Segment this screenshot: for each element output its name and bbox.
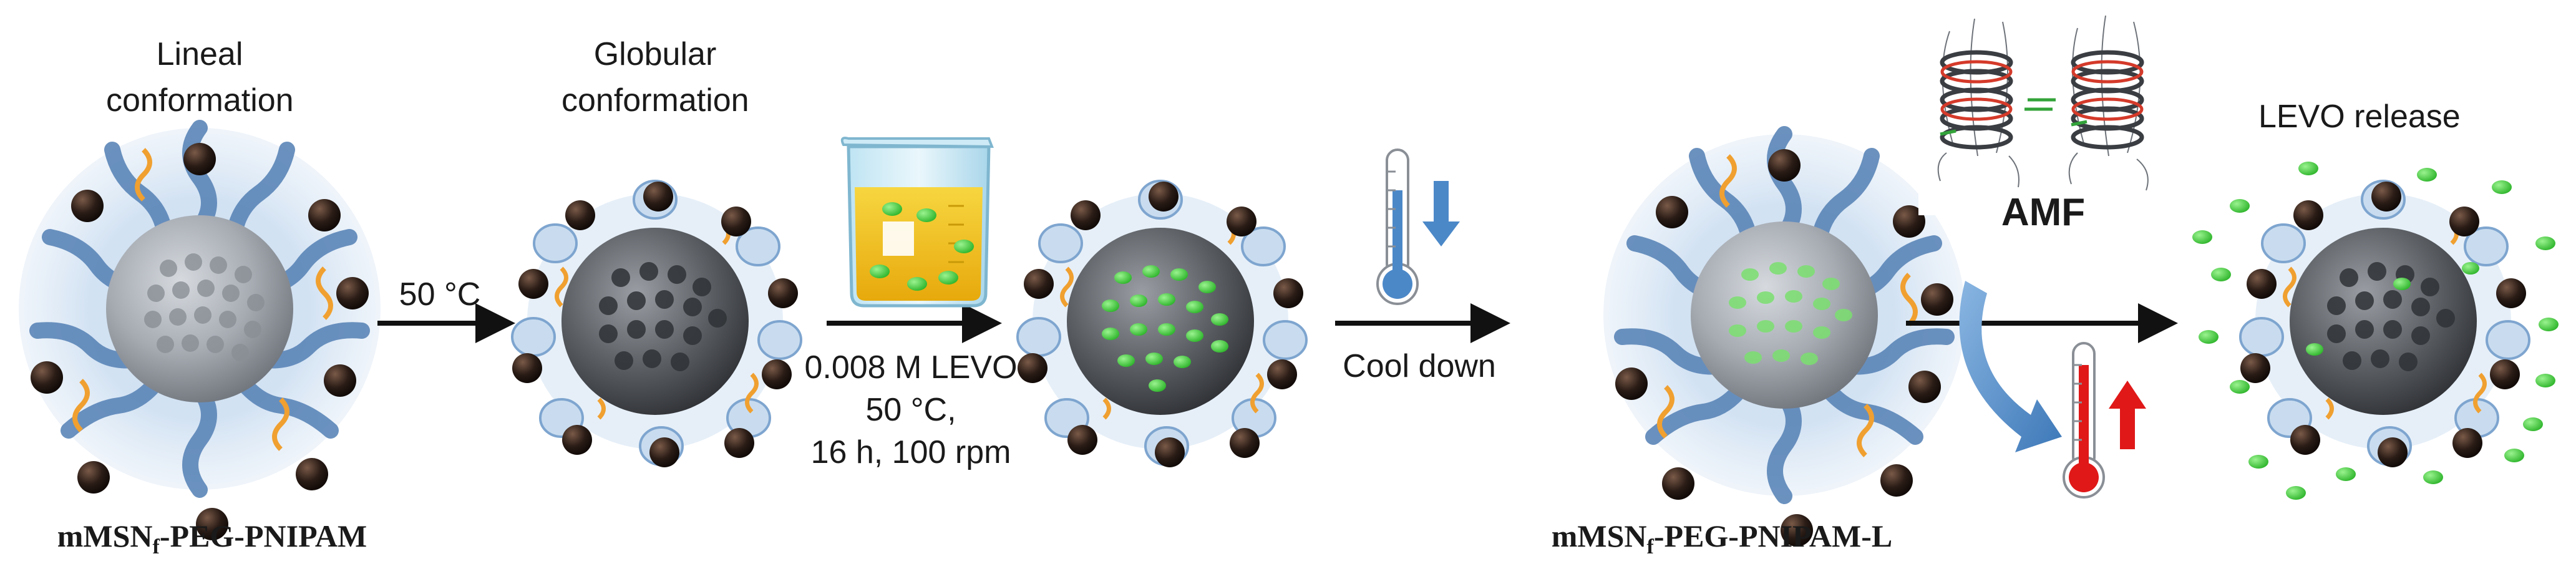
thermometer-cold-icon [1376, 148, 1419, 305]
nanoparticle-lineal-loaded [1603, 126, 1965, 547]
curved-arrow-icon [1959, 281, 2062, 452]
material-first-main: mMSN [57, 518, 153, 553]
material-label-loaded: mMSNf-PEG-PNIPAM-L [1510, 518, 1934, 559]
material-loaded-rest: -PEG-PNIPAM-L [1653, 518, 1893, 553]
heat-condition-label: 50 °C [399, 276, 481, 313]
globular-label: Globular conformation [561, 31, 749, 124]
nanoparticle-lineal [19, 120, 381, 540]
material-label-first: mMSNf-PEG-PNIPAM [19, 518, 406, 559]
lineal-line1: Lineal [156, 36, 243, 72]
globular-line1: Globular [593, 36, 717, 72]
amf-label: AMF [2001, 191, 2086, 234]
release-label: LEVO release [2258, 99, 2461, 135]
loading-line2: 50 °C, [865, 392, 956, 428]
material-loaded-main: mMSN [1551, 518, 1647, 553]
heat-up-arrow-icon [2109, 381, 2146, 449]
nanoparticle-release [2192, 162, 2559, 500]
loading-condition-label: 0.008 M LEVO 50 °C, 16 h, 100 rpm [789, 346, 1033, 474]
cool-down-arrow-icon [1422, 181, 1460, 246]
loading-line3: 16 h, 100 rpm [810, 434, 1011, 470]
material-first-rest: -PEG-PNIPAM [159, 518, 367, 553]
lineal-line2: conformation [106, 82, 294, 119]
beaker-icon [840, 137, 994, 308]
cool-down-label: Cool down [1343, 348, 1496, 384]
material-first-sub: f [152, 535, 160, 558]
lineal-label: Lineal conformation [106, 31, 294, 124]
coil-magnet-icon [1918, 15, 2156, 215]
loading-line1: 0.008 M LEVO [804, 349, 1018, 386]
globular-line2: conformation [561, 82, 749, 119]
thermometer-hot-icon [2063, 342, 2105, 499]
nanoparticle-loaded-globular [1016, 180, 1308, 467]
material-loaded-sub: f [1646, 535, 1654, 558]
nanoparticle-globular [511, 180, 802, 467]
